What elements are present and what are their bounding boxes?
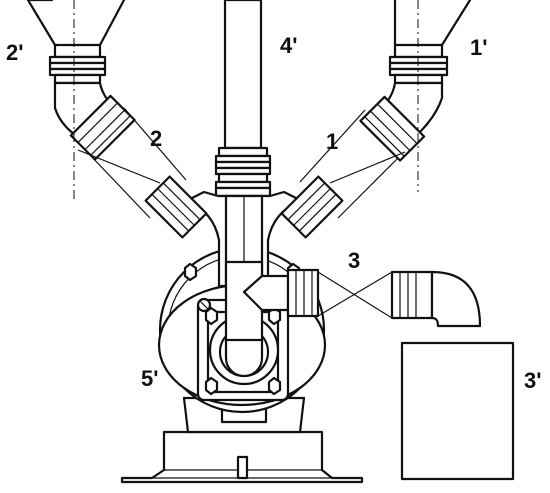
label-1p: 1' [470,35,488,60]
suction-inner-pipe [224,260,264,378]
label-2: 2 [150,126,163,151]
bolt-head [204,376,219,396]
bolt-head [204,306,219,326]
label-2p: 2' [6,40,24,65]
label-1: 1 [326,129,339,154]
label-5p: 5' [141,366,159,391]
label-3p: 3' [524,368,542,393]
right-branch-pipe [280,0,472,239]
label-4p: 4' [280,33,298,58]
component-box-3p [400,341,515,481]
bolt-head [183,262,198,282]
base-plate [120,430,364,484]
label-3: 3 [348,248,361,273]
left-branch-pipe [26,0,208,239]
side-outlet-3 [242,268,482,328]
bolt-head [267,376,282,396]
vertical-pipe-4p [214,0,272,198]
